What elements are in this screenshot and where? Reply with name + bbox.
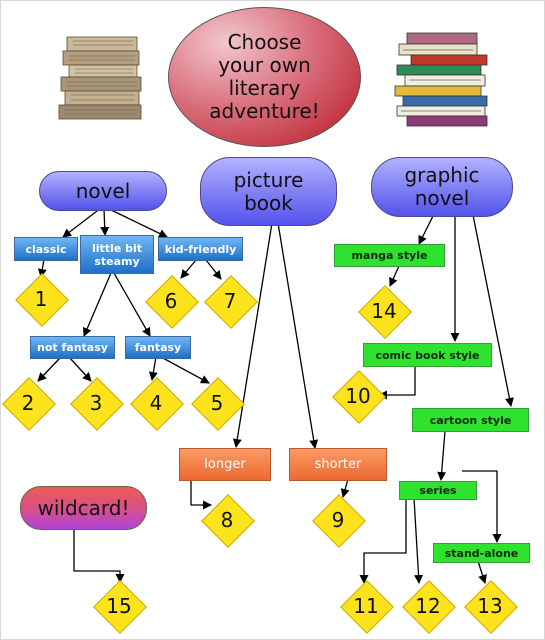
outcome-6-number[interactable]: 6 — [164, 289, 178, 313]
arrow-novel-classic — [62, 207, 102, 238]
arrow-notfantasy-3 — [68, 356, 92, 382]
arrow-comic-10 — [378, 365, 416, 400]
tag-manga-style-label: manga style — [351, 249, 428, 262]
tag-stand-alone-label: stand-alone — [444, 546, 519, 560]
title-ellipse: Choose your own literary adventure! — [168, 7, 361, 147]
arrow-kid-6 — [180, 259, 197, 279]
category-graphic-novel-label: graphic novel — [404, 163, 480, 210]
category-novel[interactable]: novel — [39, 171, 167, 211]
arrow-cartoon-series — [437, 430, 447, 481]
tag-comic-book-style-label: comic book style — [375, 348, 480, 362]
outcome-3-number[interactable]: 3 — [89, 391, 103, 415]
tag-fantasy-label: fantasy — [134, 341, 182, 354]
tag-longer[interactable]: longer — [179, 448, 271, 481]
category-novel-label: novel — [75, 178, 131, 203]
outcome-8-number[interactable]: 8 — [220, 508, 234, 532]
outcome-10-number[interactable]: 10 — [345, 384, 371, 408]
arrow-picture-shorter — [277, 222, 319, 449]
tag-manga-style[interactable]: manga style — [334, 244, 445, 267]
arrow-fantasy-4 — [148, 356, 158, 381]
page-title: Choose your own literary adventure! — [209, 30, 320, 123]
arrow-novel-steamy — [100, 208, 110, 236]
arrow-graphic-manga — [418, 213, 435, 245]
tag-series[interactable]: series — [399, 481, 477, 500]
tag-shorter[interactable]: shorter — [289, 448, 387, 481]
outcome-13-number[interactable]: 13 — [477, 594, 503, 618]
arrow-manga-14 — [389, 265, 400, 287]
tag-kid-friendly[interactable]: kid-friendly — [158, 237, 243, 261]
arrow-steamy-notfantasy — [83, 272, 112, 337]
arrow-series-11 — [359, 498, 407, 584]
category-graphic-novel[interactable]: graphic novel — [371, 157, 513, 217]
arrow-kid-7 — [205, 259, 222, 280]
arrow-steamy-fantasy — [113, 272, 151, 337]
outcome-15-number[interactable]: 15 — [106, 594, 132, 618]
outcome-12-number[interactable]: 12 — [415, 594, 441, 618]
outcome-4-number[interactable]: 4 — [149, 391, 163, 415]
colorful-books-illustration — [394, 32, 488, 127]
category-picture-book[interactable]: picture book — [200, 157, 337, 226]
tag-classic-label: classic — [25, 242, 67, 256]
tag-cartoon-style[interactable]: cartoon style — [412, 408, 529, 432]
tag-comic-book-style[interactable]: comic book style — [363, 343, 492, 367]
arrow-picture-longer — [232, 222, 273, 448]
tag-fantasy[interactable]: fantasy — [125, 336, 191, 359]
category-wildcard-label: wildcard! — [37, 496, 130, 520]
arrow-wildcard-15 — [73, 528, 125, 583]
outcome-11-number[interactable]: 11 — [353, 594, 379, 618]
arrow-graphic-cartoon — [472, 214, 514, 407]
arrow-fantasy-5 — [160, 356, 210, 384]
arrow-cartoon-standalone — [462, 470, 502, 543]
outcome-5-number[interactable]: 5 — [210, 391, 224, 415]
tag-little-bit-steamy-label: little bit steamy — [91, 241, 143, 268]
tag-longer-label: longer — [204, 457, 246, 472]
outcome-14-number[interactable]: 14 — [371, 299, 397, 323]
category-wildcard[interactable]: wildcard! — [20, 486, 147, 530]
outcome-9-number[interactable]: 9 — [331, 508, 345, 532]
tag-series-label: series — [419, 484, 457, 497]
tag-little-bit-steamy[interactable]: little bit steamy — [80, 235, 154, 274]
outcome-1-number[interactable]: 1 — [34, 287, 48, 311]
tag-classic[interactable]: classic — [14, 237, 78, 261]
tag-kid-friendly-label: kid-friendly — [164, 242, 237, 256]
tag-cartoon-style-label: cartoon style — [429, 413, 512, 427]
tag-not-fantasy[interactable]: not fantasy — [30, 336, 115, 359]
arrow-shorter-9 — [340, 478, 350, 498]
arrow-standalone-13 — [477, 560, 487, 584]
category-picture-book-label: picture book — [233, 167, 304, 215]
outcome-7-number[interactable]: 7 — [223, 289, 237, 313]
old-books-illustration — [58, 36, 142, 120]
tag-stand-alone[interactable]: stand-alone — [433, 543, 530, 563]
arrow-series-12 — [413, 497, 424, 584]
outcome-2-number[interactable]: 2 — [21, 391, 35, 415]
tag-not-fantasy-label: not fantasy — [37, 341, 108, 354]
arrow-notfantasy-2 — [37, 356, 62, 382]
tag-shorter-label: shorter — [314, 457, 362, 472]
arrow-novel-kid — [106, 207, 168, 238]
